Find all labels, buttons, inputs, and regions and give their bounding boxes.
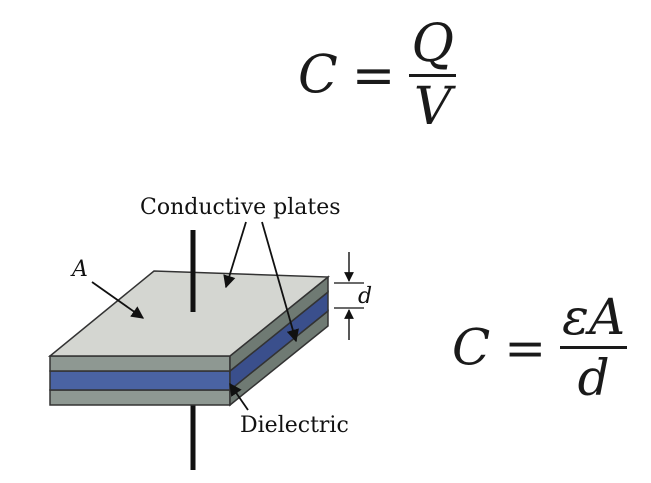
eq2-denominator: d	[577, 349, 610, 407]
distance-label: d	[358, 284, 372, 309]
eq2-equals: =	[504, 318, 547, 377]
eq1-numerator: Q	[411, 14, 455, 74]
conductive-plates-label: Conductive plates	[140, 195, 341, 220]
eq2-lhs: C	[452, 318, 491, 377]
eq2-numerator: εA	[562, 288, 626, 346]
area-label: A	[70, 257, 88, 282]
eq1-lhs: C	[298, 45, 338, 106]
plates-arrow-top	[223, 221, 247, 289]
dielectric-arrow	[229, 382, 249, 411]
top-plate-surface	[47, 270, 331, 357]
dielectric-front	[49, 370, 231, 391]
eq1-fraction-bar	[409, 74, 457, 77]
eq2-fraction-bar	[560, 346, 628, 349]
eq1-denominator: V	[413, 77, 452, 137]
eq1-equals: =	[351, 45, 396, 106]
bottom-plate-front	[49, 389, 231, 406]
top-plate-front	[49, 355, 231, 372]
area-arrow	[91, 281, 145, 319]
dielectric-label: Dielectric	[240, 413, 349, 438]
plates-arrow-bottom	[261, 221, 299, 343]
